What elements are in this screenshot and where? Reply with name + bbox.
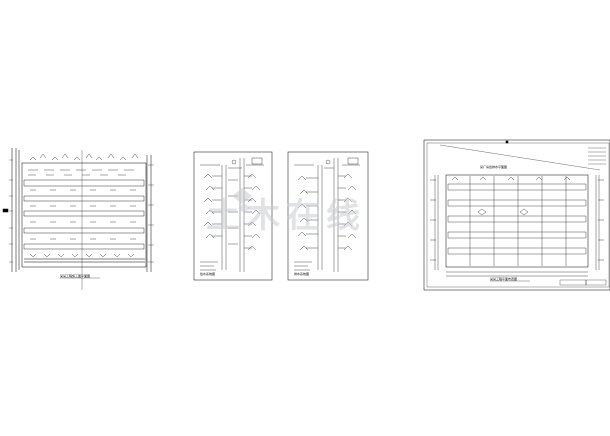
- watermark-logo-icon: [232, 188, 252, 213]
- sheet-2-riser-diagram: [193, 151, 273, 281]
- sheet-1-floor-plan: [2, 148, 154, 290]
- sheet-4-floor-plan: [423, 139, 610, 291]
- sheet-2-title: 给水系统图: [200, 271, 215, 276]
- sheet-1-title: 某某工程施工图平面图: [60, 273, 90, 278]
- sheet-3-title: 排水系统图: [294, 271, 309, 276]
- watermark-text: 土木在线: [206, 196, 366, 236]
- sheet-3-riser-diagram: [287, 151, 369, 281]
- sheet-4-header: 某厂房给排水平面图: [480, 164, 507, 169]
- sheet-4-title: 某某工程平面布置图: [490, 276, 517, 281]
